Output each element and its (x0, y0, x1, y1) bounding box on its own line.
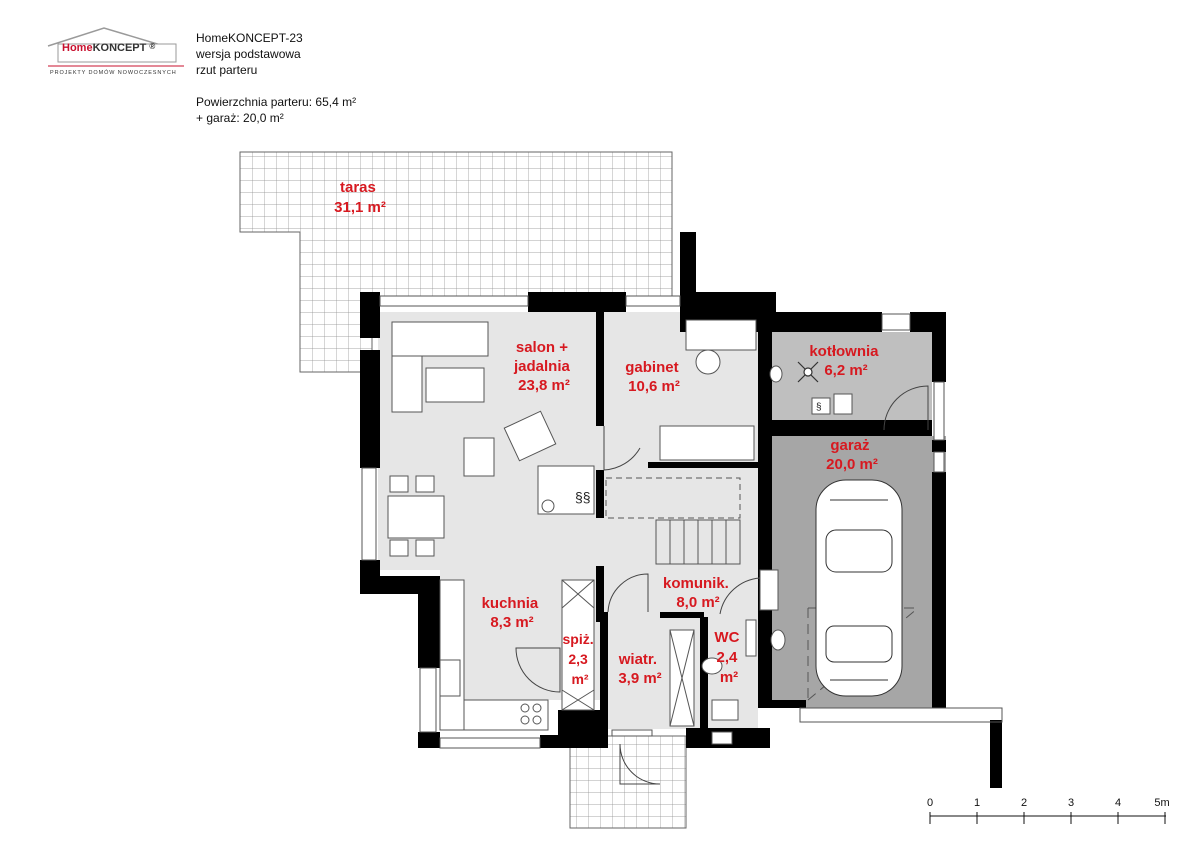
room-label-komunik: komunik. 8,0 m² (663, 575, 733, 611)
doors (515, 385, 929, 785)
scale-label: 3 (1068, 797, 1074, 809)
room-label-wc: WC 2,4 m² (714, 629, 743, 686)
room-label-taras: taras 31,1 m² (334, 179, 386, 216)
room-label-gabinet: gabinet 10,6 m² (625, 359, 683, 395)
garage-area: + garaż: 20,0 m² (196, 111, 284, 125)
logo-roof-icon (47, 27, 184, 67)
scale-label: 2 (1021, 797, 1027, 809)
chimney-icon: § (816, 402, 822, 413)
terrace (239, 151, 687, 829)
boiler-icon (797, 361, 819, 383)
area-info: Powierzchnia parteru: 65,4 m² + garaż: 2… (196, 94, 356, 126)
scale-bar: 0 1 2 3 4 5m (927, 797, 1170, 824)
entrance-steps (569, 735, 687, 829)
room-label-wiatr: wiatr. 3,9 m² (618, 651, 662, 687)
room-label-garaz: garaż 20,0 m² (826, 437, 878, 473)
scale-label: 0 (927, 797, 933, 809)
windows (361, 295, 945, 749)
logo-tagline: PROJEKTY DOMÓW NOWOCZESNYCH (50, 70, 177, 76)
scale-label: 5m (1154, 797, 1169, 809)
door-swing (603, 426, 641, 471)
fireplace-icon: §§ (575, 489, 591, 505)
room-label-kotlownia: kotłownia 6,2 m² (809, 343, 882, 379)
sofa (391, 321, 489, 357)
desk (685, 319, 757, 351)
room-label-spiz: spiż. 2,3 m² (562, 631, 597, 687)
room-labels: taras 31,1 m² salon + jadalnia 23,8 m² g… (334, 179, 882, 687)
scale-label: 4 (1115, 797, 1121, 809)
staircase (605, 477, 741, 565)
project-name: HomeKONCEPT-23 (196, 31, 303, 45)
scale-label: 1 (974, 797, 980, 809)
project-version: wersja podstawowa (196, 47, 301, 61)
logo-wordmark: HomeKONCEPT ® (62, 42, 156, 54)
room-label-kuchnia: kuchnia 8,3 m² (482, 595, 543, 631)
room-label-salon: salon + jadalnia 23,8 m² (513, 339, 574, 394)
logo: HomeKONCEPT ® PROJEKTY DOMÓW NOWOCZESNYC… (44, 26, 194, 81)
ground-floor-area: Powierzchnia parteru: 65,4 m² (196, 95, 357, 109)
dining-table (387, 495, 445, 539)
project-view: rzut parteru (196, 63, 258, 77)
furniture (387, 319, 919, 731)
car-icon (815, 479, 903, 697)
project-titles: HomeKONCEPT-23 wersja podstawowa rzut pa… (196, 30, 303, 78)
